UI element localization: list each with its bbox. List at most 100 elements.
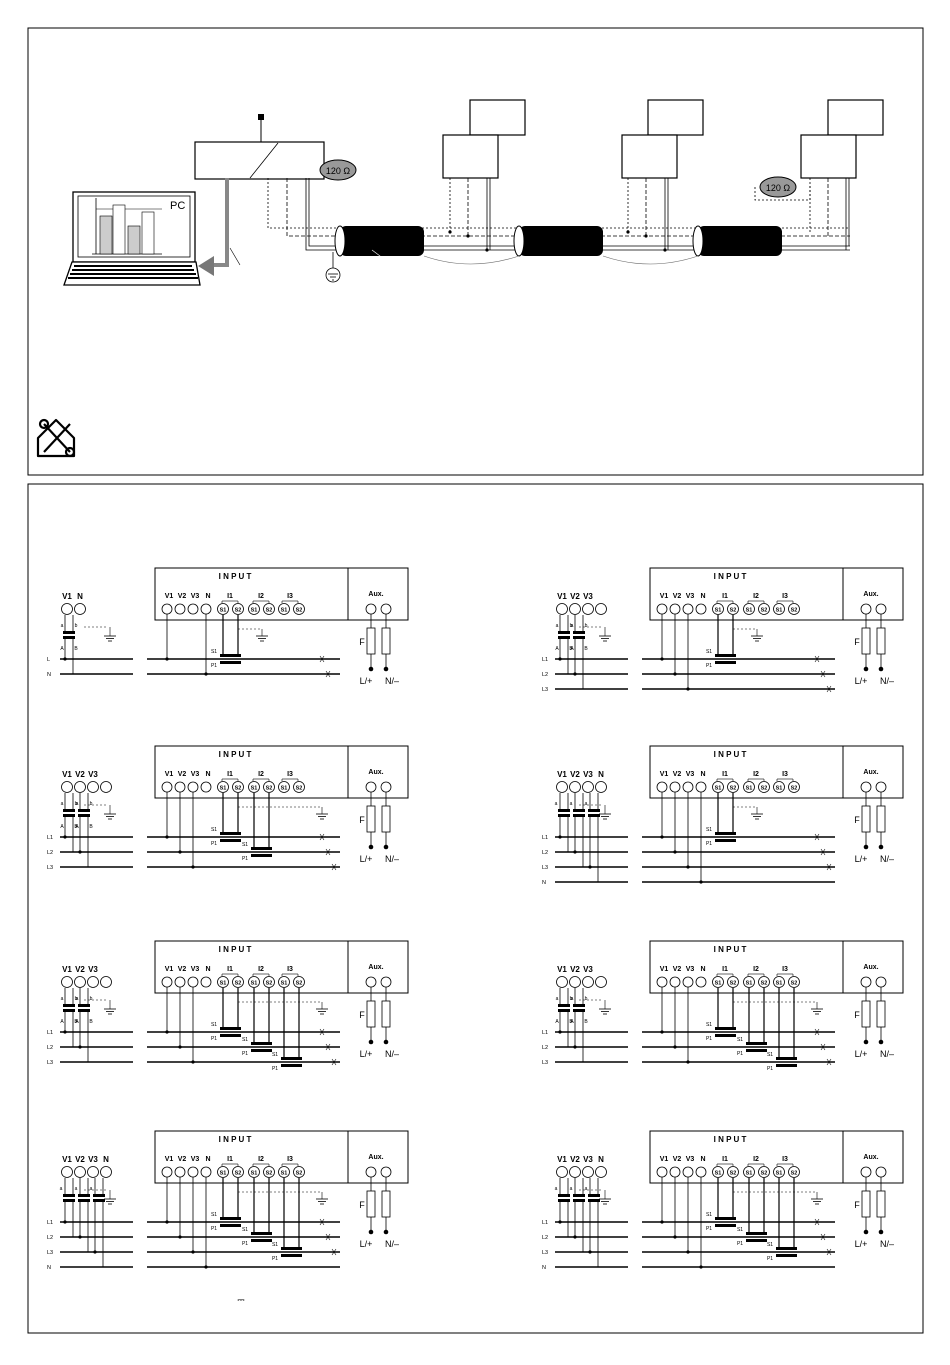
- terminal-label-v1: V1: [165, 593, 174, 600]
- meter-label: V2: [570, 592, 580, 601]
- pt-secondary-a: a: [585, 1186, 588, 1192]
- aux-terminal-l: L/+: [360, 1049, 373, 1059]
- pt-secondary-b: b: [75, 623, 78, 629]
- line-label: L1: [47, 835, 53, 841]
- ct-pin: S2: [791, 786, 798, 792]
- ct-s1: S1: [767, 1052, 773, 1058]
- ct-pin: S2: [235, 1171, 242, 1177]
- pc-laptop: PC: [63, 191, 201, 286]
- ct-s1: S1: [211, 1212, 217, 1218]
- ct-s1: S1: [211, 827, 217, 833]
- meter-label: V2: [75, 965, 85, 974]
- terminal-label-v1: V1: [660, 771, 669, 778]
- ct-pin: S2: [791, 608, 798, 614]
- aux-terminal-l: L/+: [855, 1239, 868, 1249]
- meter-label: V2: [75, 1155, 85, 1164]
- meter-label: V3: [583, 1155, 593, 1164]
- aux-label: Aux.: [863, 769, 878, 776]
- terminal-label-n: N: [205, 593, 210, 600]
- fuse-label: F: [854, 1200, 860, 1210]
- ct-pin: S1: [251, 1171, 258, 1177]
- svg-text:120 Ω: 120 Ω: [326, 166, 351, 176]
- pt-primary-b: B: [569, 1019, 573, 1025]
- aux-terminal-n: N/–: [385, 676, 399, 686]
- pt-secondary-a: a: [76, 801, 79, 807]
- terminal-label-i3: I3: [287, 966, 293, 973]
- line-label: L2: [542, 672, 548, 678]
- ct-pin: S1: [746, 786, 753, 792]
- ct-p1: P1: [706, 1036, 712, 1042]
- meter-label: N: [103, 1155, 109, 1164]
- terminal-label-v1: V1: [660, 966, 669, 973]
- meter-label: V2: [570, 770, 580, 779]
- meter-label: V1: [62, 965, 72, 974]
- line-label: L3: [47, 1250, 53, 1256]
- pt-primary-a: A: [555, 1019, 559, 1025]
- pt-primary-a: A: [555, 646, 559, 652]
- aux-terminal-n: N/–: [880, 1239, 894, 1249]
- line-label: L3: [542, 1250, 548, 1256]
- line-label: L3: [542, 687, 548, 693]
- ct-s1: S1: [706, 827, 712, 833]
- line-label: L2: [47, 1045, 53, 1051]
- ct-p1: P1: [242, 1051, 248, 1057]
- ct-pin: S2: [266, 981, 273, 987]
- meter-label: V3: [583, 965, 593, 974]
- terminal-label-i2: I2: [753, 593, 759, 600]
- ct-pin: S2: [266, 786, 273, 792]
- ct-p1: P1: [272, 1066, 278, 1072]
- aux-label: Aux.: [368, 591, 383, 598]
- terminal-label-i3: I3: [782, 771, 788, 778]
- ct-p1: P1: [211, 1036, 217, 1042]
- aux-terminal-l: L/+: [855, 676, 868, 686]
- line-label: L3: [542, 865, 548, 871]
- terminal-label-i3: I3: [782, 966, 788, 973]
- pt-secondary-b: b: [90, 801, 93, 807]
- ct-pin: S1: [251, 786, 258, 792]
- wiring-diagrams-panel: [27, 483, 924, 1334]
- termination-resistor-start: 120 Ω: [319, 159, 357, 181]
- pt-secondary-b: b: [90, 996, 93, 1002]
- ct-s1: S1: [706, 1212, 712, 1218]
- pt-secondary-a: a: [571, 623, 574, 629]
- pt-secondary-b: b: [75, 996, 78, 1002]
- ct-pin: S1: [715, 608, 722, 614]
- rs485-converter: [194, 141, 325, 180]
- terminal-label-i2: I2: [258, 771, 264, 778]
- aux-terminal-l: L/+: [360, 1239, 373, 1249]
- ct-p1: P1: [706, 663, 712, 669]
- aux-label: Aux.: [368, 1154, 383, 1161]
- ct-p1: P1: [737, 1241, 743, 1247]
- line-label: N: [542, 880, 546, 886]
- terminal-label-i2: I2: [258, 593, 264, 600]
- line-label: N: [542, 1265, 546, 1271]
- terminal-label-v2: V2: [673, 771, 682, 778]
- ct-pin: S1: [220, 786, 227, 792]
- meter-label: N: [598, 1155, 604, 1164]
- meter-label: N: [77, 592, 83, 601]
- ct-pin: S2: [730, 608, 737, 614]
- terminal-label-i1: I1: [227, 593, 233, 600]
- terminal-label-v2: V2: [178, 771, 187, 778]
- pt-secondary-b: b: [75, 801, 78, 807]
- terminal-label-v1: V1: [165, 1156, 174, 1163]
- terminal-label-v2: V2: [673, 593, 682, 600]
- ct-p1: P1: [767, 1256, 773, 1262]
- terminal-label-v2: V2: [178, 1156, 187, 1163]
- ct-pin: S1: [776, 608, 783, 614]
- terminal-label-i1: I1: [722, 966, 728, 973]
- terminal-label-i1: I1: [722, 771, 728, 778]
- meter-label: V3: [88, 1155, 98, 1164]
- pt-secondary-a: a: [556, 623, 559, 629]
- ct-pin: S2: [235, 786, 242, 792]
- ct-pin: S2: [235, 981, 242, 987]
- line-label: L1: [47, 1220, 53, 1226]
- pt-secondary-a: a: [556, 996, 559, 1002]
- pt-primary-b: B: [584, 1019, 588, 1025]
- terminal-label-v2: V2: [673, 966, 682, 973]
- ct-p1: P1: [211, 663, 217, 669]
- ct-pin: S2: [791, 981, 798, 987]
